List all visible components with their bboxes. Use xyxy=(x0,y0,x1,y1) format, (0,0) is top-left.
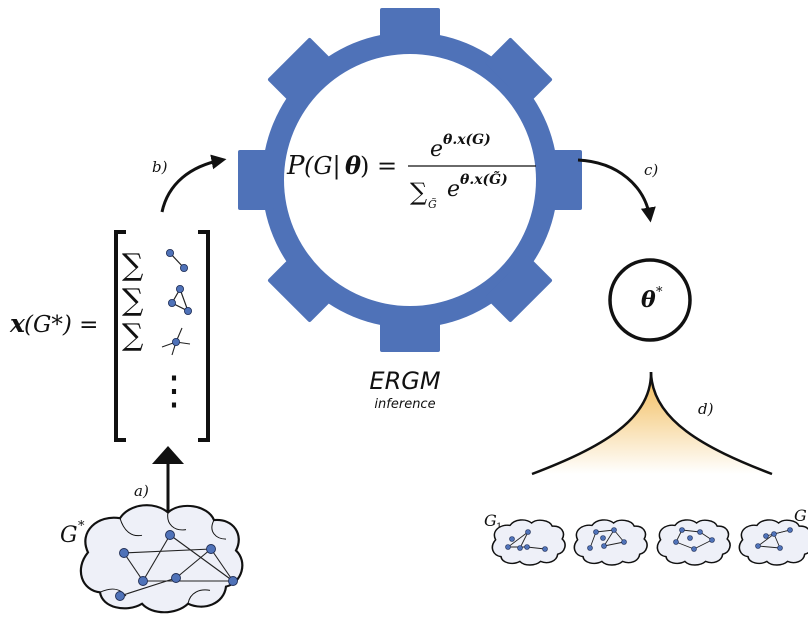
ergm-title: ERGM xyxy=(369,367,440,395)
vector-x: x xyxy=(9,309,26,338)
cone-right-edge xyxy=(649,371,773,476)
formula-close: ) = xyxy=(360,152,397,180)
formula-theta: θ xyxy=(345,151,361,180)
formula-g: (G| xyxy=(304,152,341,181)
statistics-vector: x (G*) = ∑ ∑ ∑ ⋮ xyxy=(9,230,210,442)
sum-triangles: ∑ xyxy=(122,283,144,318)
vertical-ellipsis: ⋮ xyxy=(154,368,194,414)
sampled-brain-3 xyxy=(656,519,731,566)
theta-star-node: θ * xyxy=(608,258,692,342)
brain-icon xyxy=(491,519,566,566)
formula-p: P xyxy=(286,151,305,181)
sample-first-label: G xyxy=(484,511,497,530)
arrow-b xyxy=(160,154,227,213)
triangle-motif-icon xyxy=(167,284,192,315)
denominator-sum: ∑ xyxy=(410,178,427,206)
numerator-e: e xyxy=(430,137,443,162)
step-b-label: b) xyxy=(152,158,168,176)
gear-icon xyxy=(238,8,582,352)
right-bracket xyxy=(198,230,210,442)
denominator-exponent: θ.x(G̃) xyxy=(460,170,508,188)
numerator-exponent: θ.x(G) xyxy=(443,132,491,148)
cone-left-edge xyxy=(531,371,653,476)
observed-graph-label: G xyxy=(60,523,78,548)
sample-last-label: G xyxy=(794,506,807,525)
brain-icon xyxy=(79,504,244,614)
observed-network xyxy=(115,530,238,601)
likelihood-formula: P (G| θ ) = e θ.x(G) ∑ G̃ e θ.x(G̃) xyxy=(286,132,536,211)
brain-icon xyxy=(573,519,648,566)
ergm-subtitle: inference xyxy=(374,397,435,412)
sum-edges: ∑ xyxy=(122,248,144,283)
arrow-a-head xyxy=(152,446,184,464)
left-bracket xyxy=(114,230,126,442)
arrow-c xyxy=(577,158,656,223)
star-motif-icon xyxy=(161,327,191,356)
brain-icon xyxy=(656,519,731,566)
sum-stars: ∑ xyxy=(122,318,144,353)
sampled-brain-4: G xyxy=(738,506,808,566)
sampled-brain-1: G 1 xyxy=(484,511,566,566)
denominator-e: e xyxy=(447,177,460,202)
edge-motif-icon xyxy=(165,248,188,272)
step-c-label: c) xyxy=(644,161,658,179)
step-a-label: a) xyxy=(134,482,149,500)
vector-argument: (G*) = xyxy=(24,312,98,338)
denominator-sum-subscript: G̃ xyxy=(428,198,437,211)
observed-brain: G * xyxy=(60,504,244,614)
theta-star-theta: θ xyxy=(641,287,656,313)
theta-star-asterisk: * xyxy=(656,285,663,300)
observed-graph-star: * xyxy=(78,519,85,534)
step-d-label: d) xyxy=(698,400,714,418)
sampled-brain-2 xyxy=(573,519,648,566)
brain-icon xyxy=(738,519,808,566)
